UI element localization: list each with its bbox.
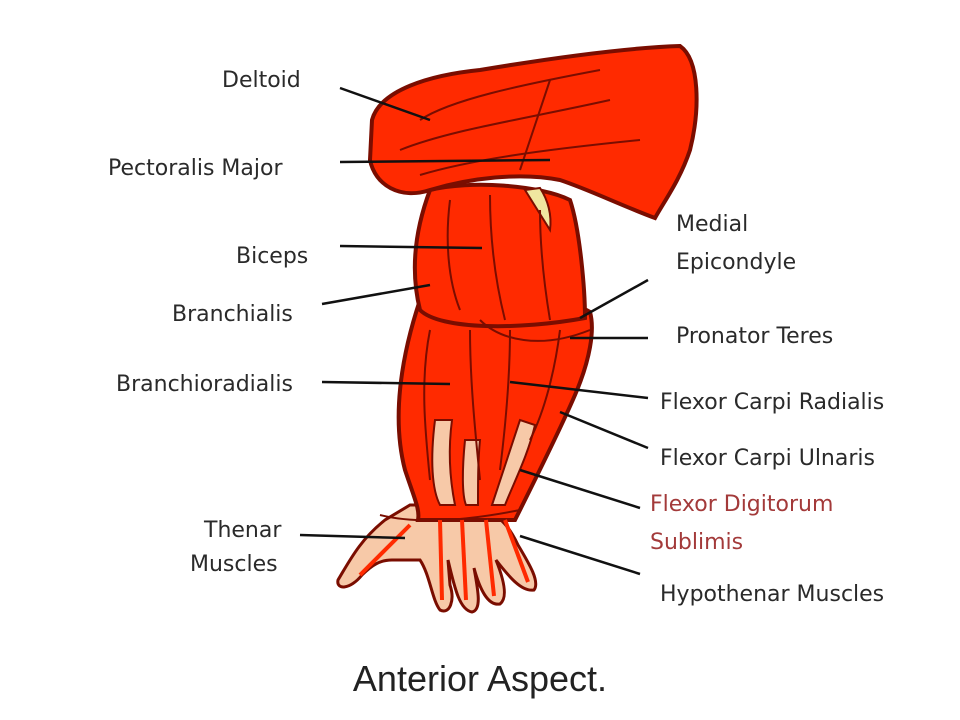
label-branchialis: Branchialis — [172, 302, 293, 327]
label-deltoid: Deltoid — [222, 68, 301, 93]
pectoralis-leader — [339, 158, 551, 164]
label-flexor-carpi-radialis: Flexor Carpi Radialis — [660, 390, 885, 415]
forearm — [396, 298, 594, 522]
deltoid-leader — [339, 86, 431, 122]
label-biceps: Biceps — [236, 244, 309, 269]
upper-arm — [412, 182, 588, 329]
label-hypothenar: Hypothenar Muscles — [660, 582, 885, 607]
thenar-leader — [299, 533, 406, 540]
biceps-leader — [339, 244, 483, 250]
fcu-leader — [559, 410, 649, 450]
medial-leader — [579, 278, 649, 320]
branchioradialis-leader — [321, 380, 451, 386]
label-thenar-line1: Thenar — [204, 518, 282, 543]
label-pectoralis-major: Pectoralis Major — [108, 156, 283, 181]
hand-tendons — [358, 519, 530, 601]
label-medial-line2: Epicondyle — [676, 250, 797, 275]
label-fds-line2: Sublimis — [650, 530, 744, 555]
label-branchioradialis: Branchioradialis — [116, 372, 293, 397]
caption: Anterior Aspect. — [352, 658, 608, 699]
label-pronator-teres: Pronator Teres — [676, 324, 834, 349]
hypothenar-leader — [519, 534, 641, 576]
fcr-leader — [509, 380, 649, 400]
branchialis-leader — [321, 283, 431, 306]
label-flexor-carpi-ulnaris: Flexor Carpi Ulnaris — [660, 446, 875, 471]
leader-lines — [299, 86, 649, 576]
fds-leader — [519, 468, 641, 510]
label-thenar-line2: Muscles — [190, 552, 278, 577]
muscle-fibers — [379, 69, 641, 522]
label-fds-line1: Flexor Digitorum — [650, 492, 834, 517]
label-medial-line1: Medial — [676, 212, 749, 237]
